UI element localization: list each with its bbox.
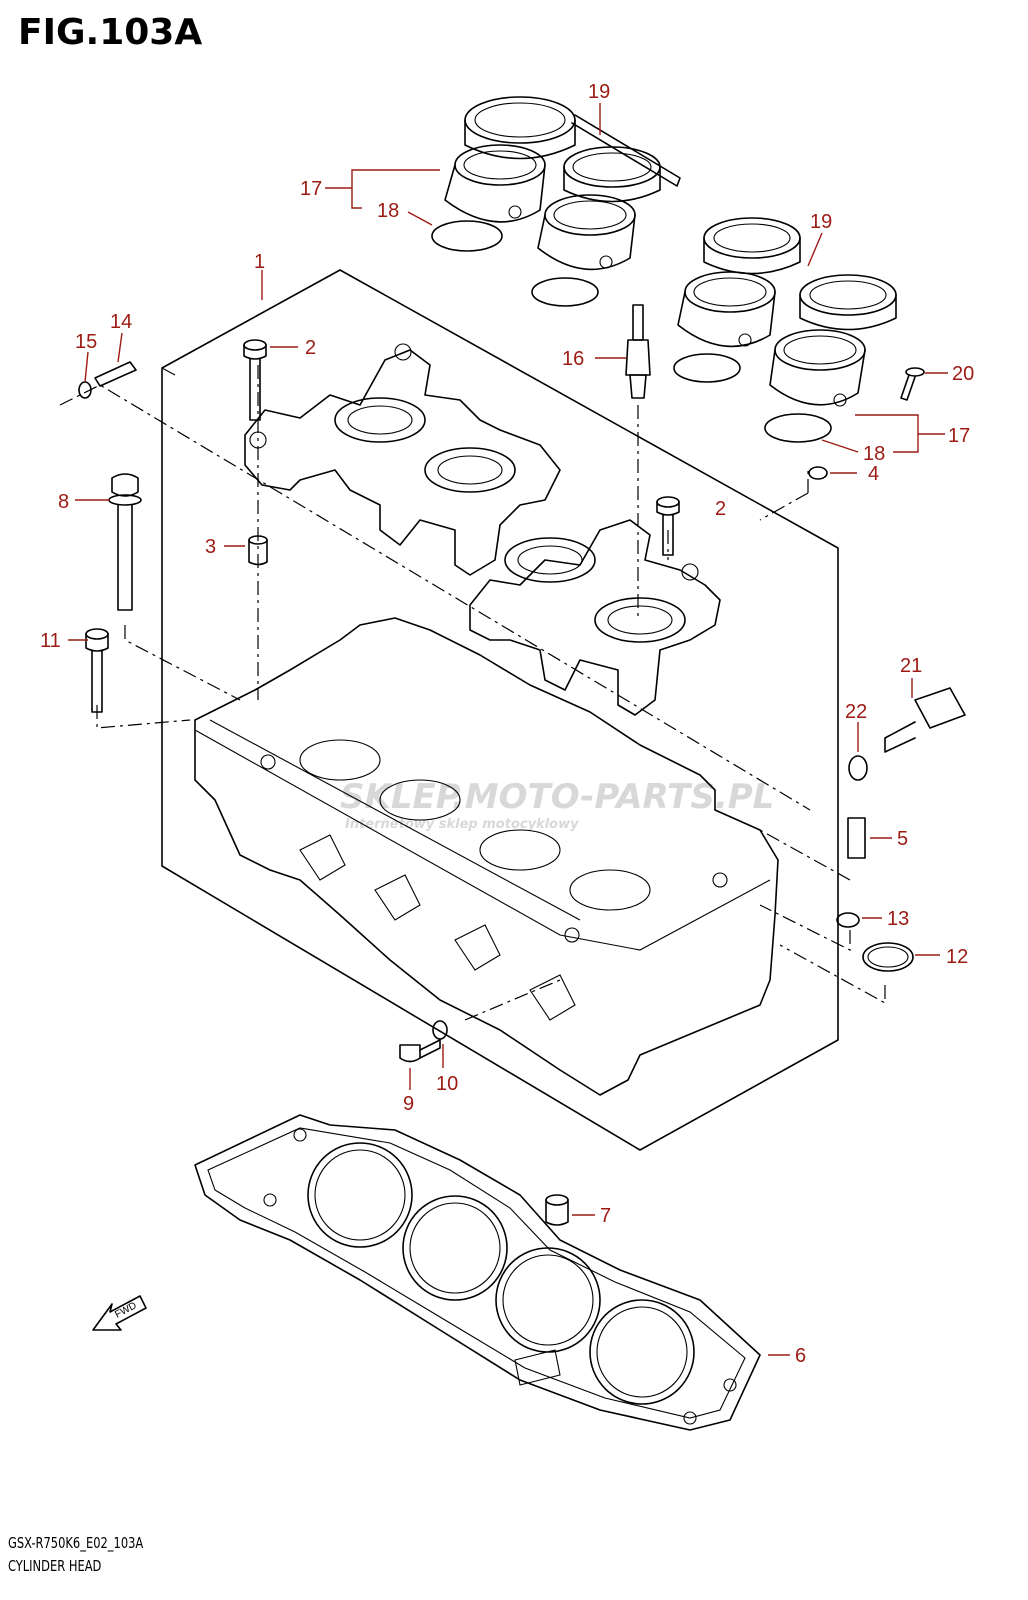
dowel-7	[545, 1194, 569, 1226]
small-parts	[78, 304, 966, 1226]
callout-18a: 18	[377, 200, 399, 222]
pipe-5	[847, 817, 866, 859]
throttle-boot-4	[799, 274, 897, 331]
cylinder-head	[194, 617, 779, 1096]
callout-17a: 17	[300, 178, 322, 200]
callout-15: 15	[75, 331, 97, 353]
intake-boots	[431, 96, 897, 443]
callout-20: 20	[952, 363, 974, 385]
fwd-label: FWD	[113, 1300, 138, 1320]
figure-code: GSX-R750K6_E02_103A	[8, 1534, 144, 1552]
callouts: 1 2 2 3 4 5 6 7 8 9 10 11 12 13 14 15 16…	[40, 81, 974, 1367]
o-ring-13	[836, 912, 860, 928]
o-ring-18c	[673, 353, 741, 383]
o-ring-18d	[764, 413, 832, 443]
callout-16: 16	[562, 348, 584, 370]
callout-7: 7	[600, 1205, 611, 1227]
callout-5: 5	[897, 828, 908, 850]
figure-name: CYLINDER HEAD	[8, 1557, 102, 1575]
leader-lines	[68, 103, 948, 1356]
fwd-arrow-icon: FWD	[92, 1295, 147, 1331]
head-gasket	[194, 1114, 761, 1431]
bolt-11	[85, 628, 109, 713]
spark-plug-16	[625, 304, 651, 399]
camshaft-holder-right	[469, 519, 721, 716]
o-ring-18a	[431, 220, 503, 252]
callout-18b: 18	[863, 443, 885, 465]
intake-boot-1	[444, 144, 546, 223]
callout-8: 8	[58, 491, 69, 513]
oil-jet-14	[78, 361, 137, 399]
o-ring-12	[862, 942, 914, 972]
intake-boot-2	[537, 194, 636, 271]
callout-13: 13	[887, 908, 909, 930]
watermark: SKLEP.MOTO-PARTS.PL Internetowy sklep mo…	[340, 777, 774, 832]
callout-2b: 2	[715, 498, 726, 520]
callout-11: 11	[40, 630, 61, 652]
callout-2a: 2	[305, 337, 316, 359]
bolt-2a	[243, 339, 267, 421]
callout-17b: 17	[948, 425, 970, 447]
callout-22: 22	[845, 701, 867, 723]
washer-22	[848, 755, 868, 781]
callout-3: 3	[205, 536, 216, 558]
temp-sensor-21	[884, 687, 966, 753]
bolt-2b	[656, 496, 680, 556]
figure-title: FIG.103A	[18, 12, 203, 53]
watermark-sub: Internetowy sklep motocyklowy	[345, 817, 579, 832]
watermark-main: SKLEP.MOTO-PARTS.PL	[340, 777, 774, 817]
callout-21: 21	[900, 655, 922, 677]
throttle-boot-2	[563, 146, 661, 203]
boot-clamp-strap	[571, 114, 681, 187]
callout-9: 9	[403, 1093, 414, 1115]
intake-boot-3	[677, 271, 776, 348]
callout-19a: 19	[588, 81, 610, 103]
callout-1: 1	[254, 251, 265, 273]
callout-14: 14	[110, 311, 132, 333]
gasket-4	[808, 466, 828, 480]
center-lines	[59, 365, 886, 1021]
dowel-pin-3	[248, 535, 268, 566]
screw-20	[900, 367, 925, 401]
callout-12: 12	[946, 946, 968, 968]
bolt-8	[108, 473, 142, 611]
callout-4: 4	[868, 463, 879, 485]
callout-10: 10	[436, 1073, 458, 1095]
o-ring-18b	[531, 277, 599, 307]
callout-19b: 19	[810, 211, 832, 233]
callout-6: 6	[795, 1345, 806, 1367]
throttle-boot-1	[464, 96, 576, 160]
throttle-boot-3	[703, 217, 801, 275]
bolt-9	[399, 1039, 441, 1063]
intake-boot-4	[769, 329, 866, 407]
washer-10	[432, 1020, 448, 1040]
assembly-frame	[161, 269, 839, 1151]
camshaft-holder-left	[244, 343, 561, 576]
